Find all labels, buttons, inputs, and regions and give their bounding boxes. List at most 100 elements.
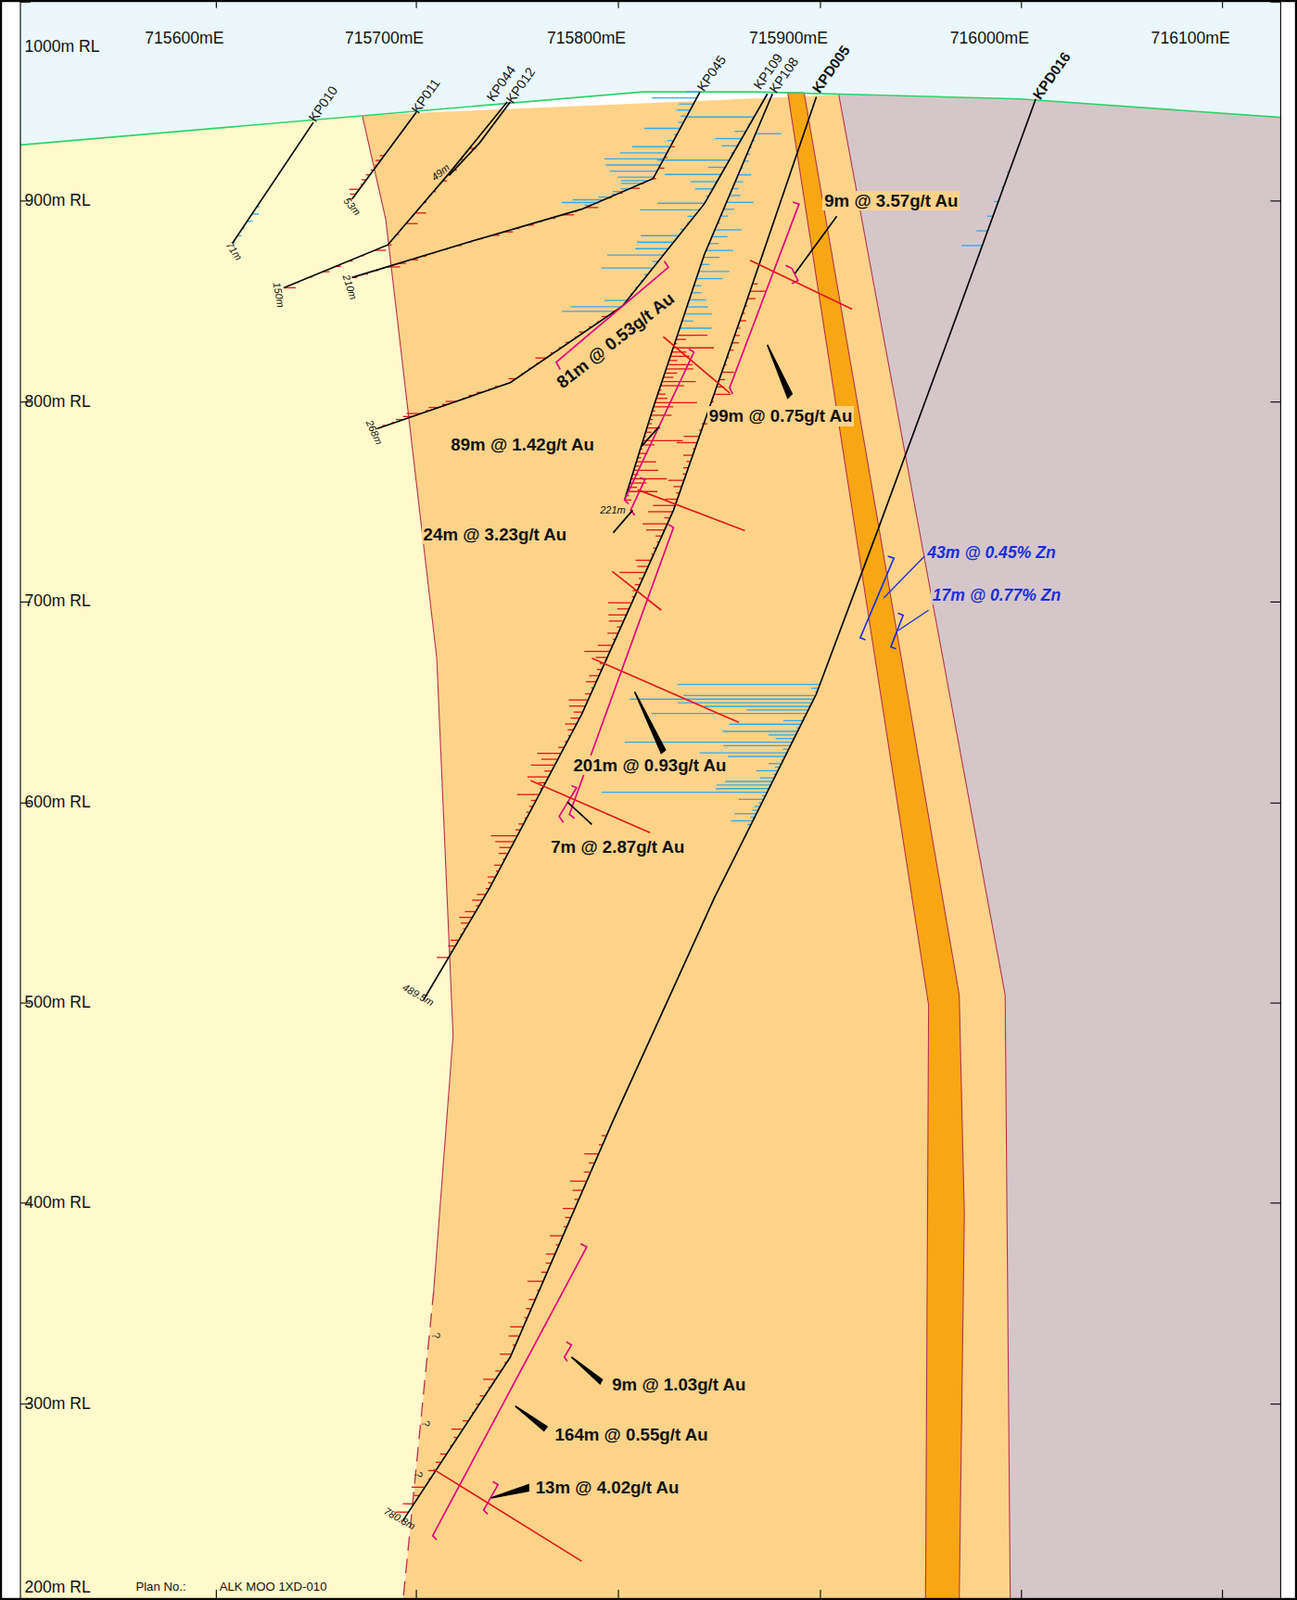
assay-bar xyxy=(686,305,709,307)
assay-bar xyxy=(654,402,697,404)
easting-label: 715600mE xyxy=(144,28,224,48)
assay-bar xyxy=(498,852,509,854)
assay-bar xyxy=(716,784,771,786)
assay-bar xyxy=(629,699,814,700)
assay-bar xyxy=(483,1378,496,1380)
assay-bar xyxy=(639,209,700,211)
intercept-label: 7m @ 2.87g/t Au xyxy=(548,837,687,858)
assay-bar xyxy=(607,254,663,256)
assay-bar xyxy=(664,372,677,374)
assay-bar xyxy=(675,109,690,111)
assay-bar xyxy=(541,758,559,760)
tick xyxy=(1270,200,1281,202)
assay-bar xyxy=(684,435,700,437)
intercept-label: 89m @ 1.42g/t Au xyxy=(448,434,597,456)
assay-bar xyxy=(714,228,742,230)
assay-bar xyxy=(608,602,633,604)
assay-bar xyxy=(961,244,983,246)
assay-bar xyxy=(734,130,746,132)
intercept-label: 201m @ 0.93g/t Au xyxy=(571,755,728,776)
inferred-contact xyxy=(403,1290,434,1600)
assay-bar xyxy=(499,1353,512,1355)
intercept-brackets xyxy=(432,202,800,1540)
assay-bar xyxy=(617,176,654,178)
assay-bar xyxy=(720,215,728,217)
drillhole xyxy=(352,91,700,278)
easting-label: 715700mE xyxy=(344,28,424,48)
assay-bar xyxy=(734,813,757,814)
assay-bar xyxy=(604,299,627,301)
assay-bar xyxy=(451,1428,464,1430)
host-rock xyxy=(20,114,454,1600)
drillhole xyxy=(283,101,508,288)
assay-bar xyxy=(691,292,701,293)
assay-bar xyxy=(617,608,630,610)
intercept-label: 99m @ 0.75g/t Au xyxy=(707,406,855,427)
assay-bar xyxy=(584,650,611,652)
assay-bar xyxy=(621,179,649,181)
assay-bar xyxy=(666,368,694,369)
assay-bar xyxy=(561,202,598,204)
assay-bar xyxy=(570,305,622,307)
contact xyxy=(362,114,454,1291)
assay-bar xyxy=(703,256,720,258)
assay-bar xyxy=(678,103,694,105)
elevation-label: 900m RL xyxy=(24,190,90,210)
assay-bar xyxy=(491,835,518,837)
tick xyxy=(1270,802,1281,804)
assay-bar xyxy=(620,152,668,153)
easting-label: 716000mE xyxy=(950,28,1030,48)
assay-bar xyxy=(546,1253,556,1255)
assay-bar xyxy=(585,681,597,683)
intercept-label: 164m @ 0.55g/t Au xyxy=(553,1424,711,1446)
intercept-label: 24m @ 3.23g/t Au xyxy=(421,524,570,546)
elevation-label: 400m RL xyxy=(24,1193,90,1212)
assay-bar xyxy=(601,267,653,268)
assay-bar xyxy=(690,180,718,182)
assay-bar xyxy=(663,376,674,378)
assay-bar xyxy=(775,737,795,739)
assay-bar xyxy=(527,1281,544,1283)
assay-bar xyxy=(693,285,701,287)
assay-bar xyxy=(436,956,449,958)
assay-bar xyxy=(495,840,514,842)
axis xyxy=(19,0,21,1600)
assay-bar xyxy=(632,146,671,148)
tick xyxy=(1270,1403,1281,1405)
assay-bar xyxy=(597,644,613,646)
dyke-band xyxy=(788,92,965,1600)
elevation-label: 700m RL xyxy=(24,591,90,611)
assay-bar xyxy=(661,381,696,382)
assay-bar xyxy=(686,90,700,92)
assay-bar xyxy=(636,241,674,243)
zinc-brackets xyxy=(860,556,903,649)
assay-bar xyxy=(704,705,811,707)
easting-label: 715800mE xyxy=(546,28,626,48)
assay-bar xyxy=(572,199,604,201)
assay-bar xyxy=(696,278,723,280)
assay-bar xyxy=(976,229,988,231)
intercept-label: 9m @ 1.03g/t Au xyxy=(610,1374,748,1396)
assay-bar xyxy=(588,674,599,676)
assay-bar xyxy=(650,712,807,714)
assay-bar xyxy=(564,723,576,725)
assay-bar xyxy=(677,701,813,703)
assay-bar xyxy=(648,510,674,512)
assay-bar xyxy=(668,480,685,482)
elevation-label: 500m RL xyxy=(24,992,90,1012)
assay-bar xyxy=(722,730,798,732)
assay-bar xyxy=(569,705,585,707)
assay-bar xyxy=(656,397,668,399)
assay-bar xyxy=(531,764,556,766)
assay-bar xyxy=(570,1181,587,1183)
assay-bar xyxy=(536,752,561,754)
assay-bar xyxy=(653,406,674,407)
assay-bar xyxy=(677,334,708,336)
assay-bar xyxy=(664,174,722,176)
assay-bar xyxy=(596,657,608,659)
tick xyxy=(1270,1202,1281,1204)
drillhole xyxy=(377,93,767,429)
assay-bar xyxy=(676,442,698,444)
